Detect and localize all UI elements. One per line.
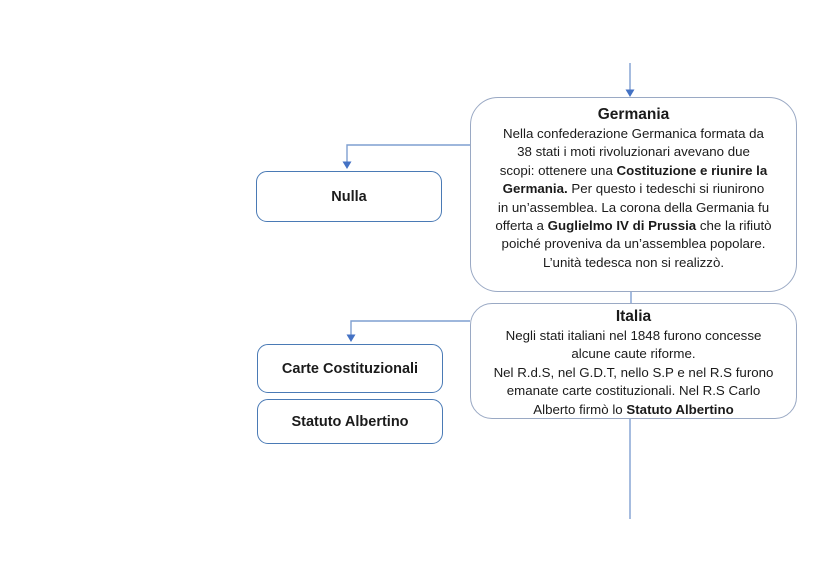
italia-box: Italia Negli stati italiani nel 1848 fur… <box>470 303 797 419</box>
arrowhead-carte-icon <box>346 334 356 342</box>
nulla-box: Nulla <box>256 171 442 222</box>
nulla-label: Nulla <box>331 188 367 205</box>
germania-body: Nella confederazione Germanica formata d… <box>495 126 772 270</box>
connector-germania-to-nulla <box>346 144 470 164</box>
statuto-albertino-box: Statuto Albertino <box>257 399 443 444</box>
germania-title: Germania <box>597 106 670 123</box>
connector-italia-to-carte <box>350 320 470 337</box>
carte-costituzionali-box: Carte Costituzionali <box>257 344 443 393</box>
italia-body: Negli stati italiani nel 1848 furono con… <box>493 328 774 417</box>
carte-costituzionali-label: Carte Costituzionali <box>281 360 419 377</box>
germania-box: Germania Nella confederazione Germanica … <box>470 97 797 292</box>
italia-title: Italia <box>615 308 652 325</box>
statuto-albertino-label: Statuto Albertino <box>291 413 409 430</box>
arrowhead-nulla-icon <box>342 161 352 169</box>
arrowhead-germania-icon <box>625 89 635 97</box>
